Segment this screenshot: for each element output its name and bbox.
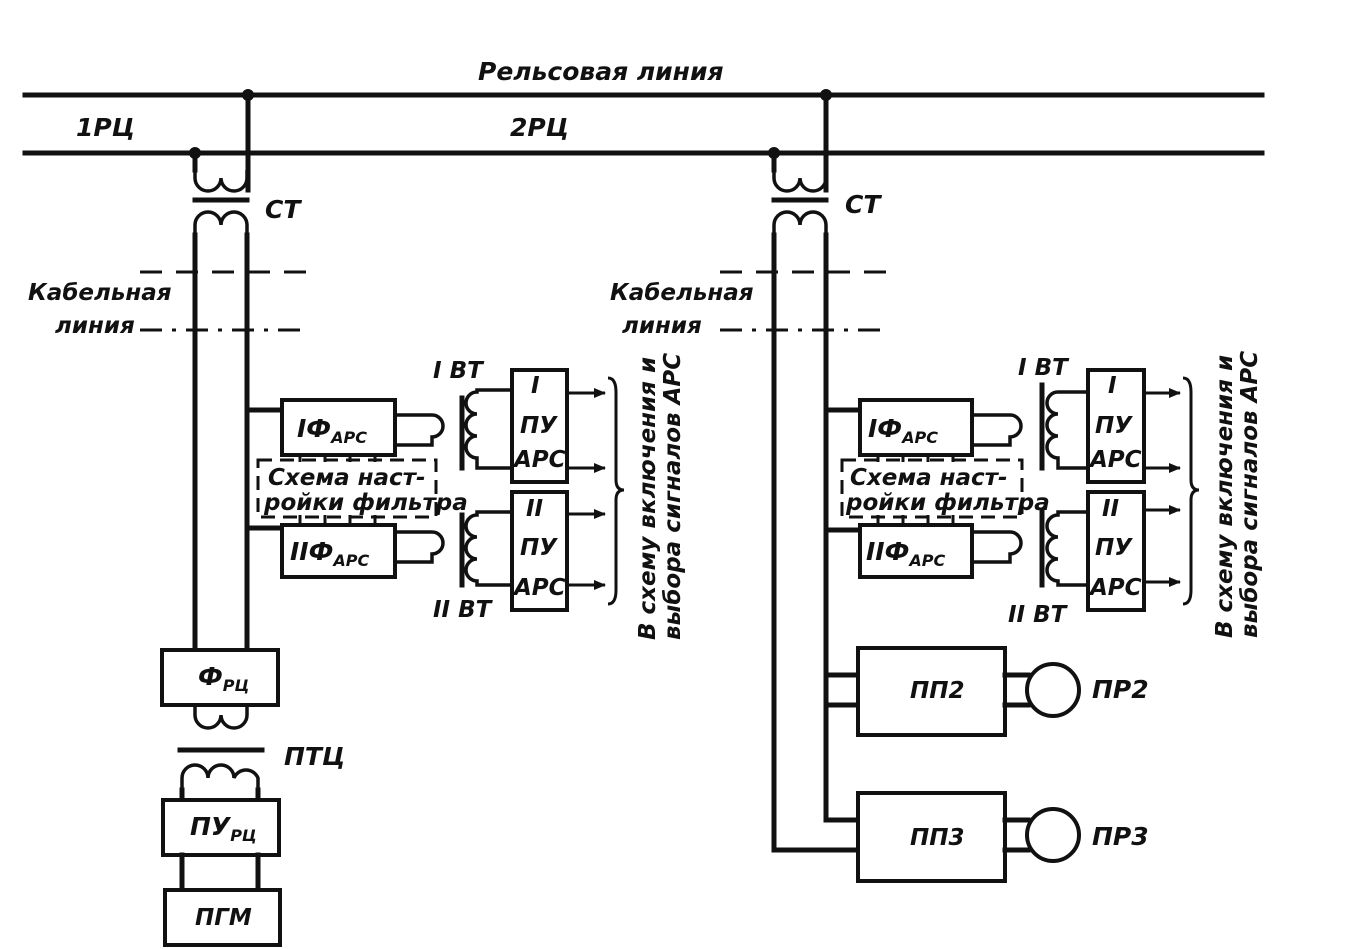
pp2-label: ПП2 (910, 678, 965, 704)
pu-rc-label: ПУРЦ (190, 812, 257, 845)
cable-line-label-2: линия (55, 313, 135, 339)
track-circuit-2-label: 2РЦ (510, 113, 569, 142)
vt1-label: I ВТ (433, 358, 485, 384)
filter-ars-2-box (858, 523, 974, 579)
filter-ars-1-label: IФАРС (297, 414, 367, 447)
svg-text:выбора сигналов АРС: выбора сигналов АРС (1237, 351, 1263, 638)
filter-ars-1-box (858, 398, 974, 457)
pu-ars-2-box (510, 490, 569, 612)
filter-tuning-label-2: ройки фильтра (845, 490, 1050, 516)
pu-ars-1-num: I (1108, 373, 1117, 399)
filter-tuning-label-1: Схема наст- (268, 465, 426, 491)
pu-ars-2-num: II (1102, 496, 1120, 522)
ptc-label: ПТЦ (284, 742, 345, 771)
vt2-label: II ВТ (1008, 602, 1069, 628)
svg-text:выбора сигналов АРС: выбора сигналов АРС (660, 353, 686, 640)
right-chain: СТ Кабельная линия IФАРС IIФАРС Схема на… (610, 89, 1263, 883)
filter-tuning-label-1: Схема наст- (850, 465, 1008, 491)
pu-ars-1-ars: АРС (1088, 447, 1142, 473)
svg-text:В схему включения и: В схему включения и (1212, 355, 1238, 638)
pp2-box (856, 646, 1007, 737)
pu-ars-1-pu: ПУ (1095, 413, 1133, 439)
vt2-label: II ВТ (433, 597, 494, 623)
ptc-transformer (177, 705, 265, 803)
output-label-left: В схему включения и выбора сигналов АРС (635, 353, 686, 640)
pu-ars-2-num: II (526, 496, 544, 522)
left-chain: СТ Кабельная линия IФАРС IIФАРС Схема на… (28, 89, 686, 947)
pu-ars-1-box (510, 368, 569, 484)
output-brace-right (1182, 376, 1200, 606)
st-label: СТ (265, 195, 302, 224)
filter-tuning-label-2: ройки фильтра (263, 490, 468, 516)
filter-rc-box (160, 648, 280, 707)
pu-ars-1-pu: ПУ (520, 413, 558, 439)
st-transformer-right (771, 170, 829, 235)
pr3-label: ПР3 (1092, 822, 1149, 851)
pu-ars-2-pu: ПУ (520, 535, 558, 561)
pu-ars-2-box (1086, 490, 1146, 612)
filter-ars-2-box (280, 523, 397, 579)
rail-line (22, 92, 1265, 156)
filter-tuning-box (256, 458, 438, 519)
filter-ars-1-box (280, 398, 397, 457)
filter-ars-2-label: IIФАРС (866, 537, 946, 570)
filter-tuning-box (840, 458, 1024, 519)
filter-ars-2-label: IIФАРС (290, 537, 370, 570)
pu-ars-1-ars: АРС (512, 447, 566, 473)
st-label: СТ (845, 190, 882, 219)
svg-text:В схему включения и: В схему включения и (635, 357, 661, 640)
pu-rc-box (161, 798, 281, 857)
pu-ars-2-ars: АРС (512, 575, 566, 601)
pr2-signal-lamp (1025, 662, 1081, 718)
pgm-label: ПГМ (195, 905, 252, 931)
cable-line-label-2: линия (622, 313, 702, 339)
pu-ars-1-box (1086, 368, 1146, 484)
pu-ars-1-num: I (531, 373, 540, 399)
pu-ars-2-ars: АРС (1088, 575, 1142, 601)
rail-line-label: Рельсовая линия (478, 57, 724, 86)
pp3-box (856, 791, 1007, 883)
pr2-label: ПР2 (1092, 675, 1149, 704)
pgm-box (163, 888, 282, 947)
filter-rc-label: ФРЦ (198, 662, 249, 695)
filter-ars-1-label: IФАРС (868, 414, 938, 447)
cable-line-label-1: Кабельная (610, 280, 754, 306)
track-circuit-1-label: 1РЦ (76, 113, 135, 142)
output-brace-left (607, 376, 625, 606)
cable-line-label-1: Кабельная (28, 280, 172, 306)
output-label-right: В схему включения и выбора сигналов АРС (1212, 351, 1263, 638)
st-transformer-left (192, 170, 250, 235)
vt1-label: I ВТ (1018, 355, 1070, 381)
pp3-label: ПП3 (910, 825, 965, 851)
pr3-signal-lamp (1025, 807, 1081, 863)
pu-ars-2-pu: ПУ (1095, 535, 1133, 561)
